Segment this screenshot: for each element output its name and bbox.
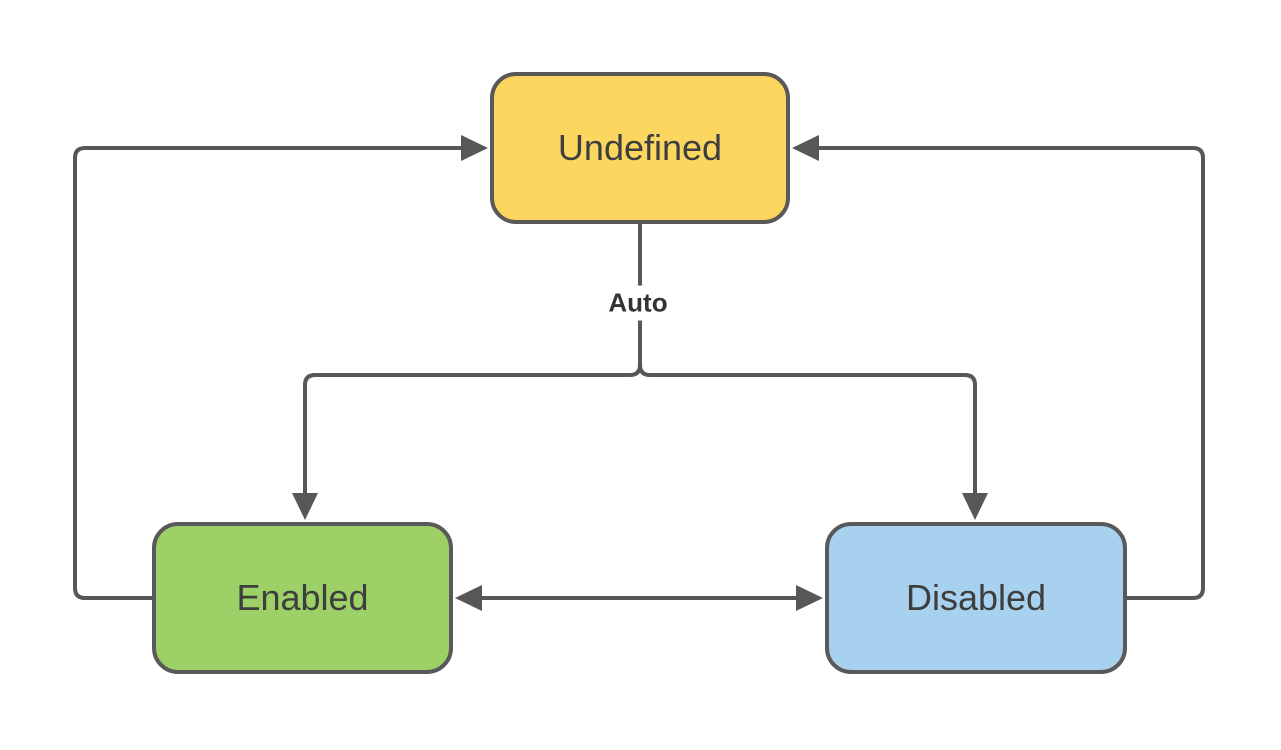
arrowhead-into-enabled-right xyxy=(455,585,482,611)
state-node-enabled-label: Enabled xyxy=(236,577,369,618)
state-node-enabled: Enabled xyxy=(152,522,453,674)
state-node-disabled: Disabled xyxy=(825,522,1127,674)
arrowhead-into-disabled-top xyxy=(962,493,988,520)
edge-undefined-to-disabled xyxy=(638,364,977,494)
edge-disabled-to-undefined xyxy=(818,146,1205,600)
state-node-undefined: Undefined xyxy=(490,72,790,224)
arrowhead-into-undefined-left xyxy=(461,135,488,161)
edge-enabled-to-undefined xyxy=(73,146,462,600)
state-node-disabled-label: Disabled xyxy=(905,577,1047,618)
state-node-undefined-label: Undefined xyxy=(557,127,723,168)
edge-undefined-to-enabled xyxy=(303,224,642,494)
arrowhead-into-undefined-right xyxy=(792,135,819,161)
arrowhead-into-disabled-left xyxy=(796,585,823,611)
arrowhead-into-enabled-top xyxy=(292,493,318,520)
edge-label-auto: Auto xyxy=(600,285,676,321)
